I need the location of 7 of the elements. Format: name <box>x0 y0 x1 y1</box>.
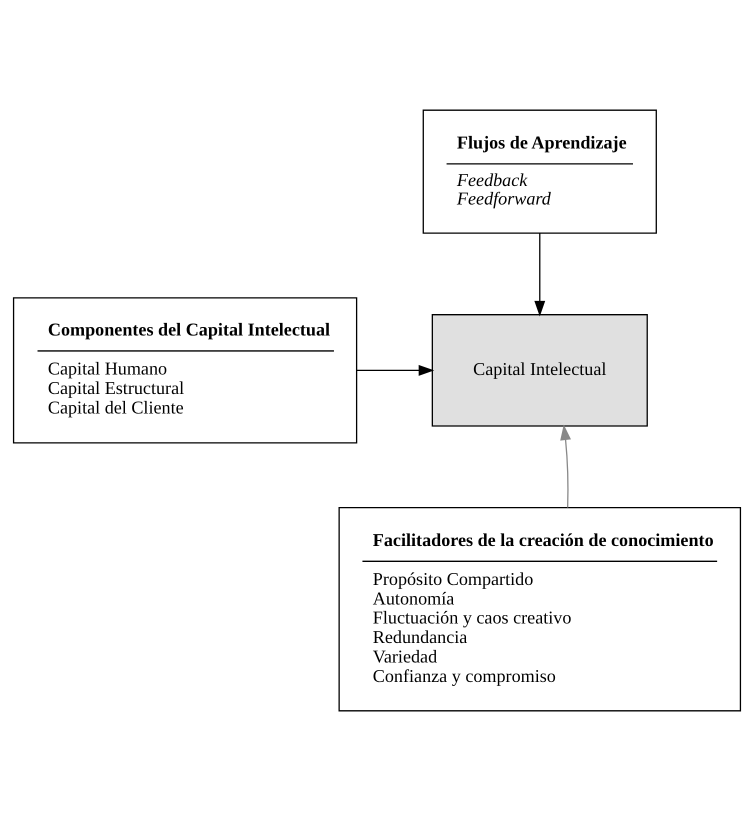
node-box: Facilitadores de la creación de conocimiento Propósito Compartido Autonomía Fluctuación y caos creativo Redundancia Variedad Confianza y compromiso <box>338 506 742 711</box>
arrow <box>560 424 571 508</box>
arrow <box>534 232 546 316</box>
node-box: Capital Intelectual <box>432 314 648 426</box>
node-box: Componentes del Capital Intelectual Capital Humano Capital Estructural Capital del Cliente <box>12 296 358 443</box>
arrow <box>356 364 434 376</box>
node-box: Flujos de Aprendizaje Feedback Feedforward <box>422 109 657 234</box>
